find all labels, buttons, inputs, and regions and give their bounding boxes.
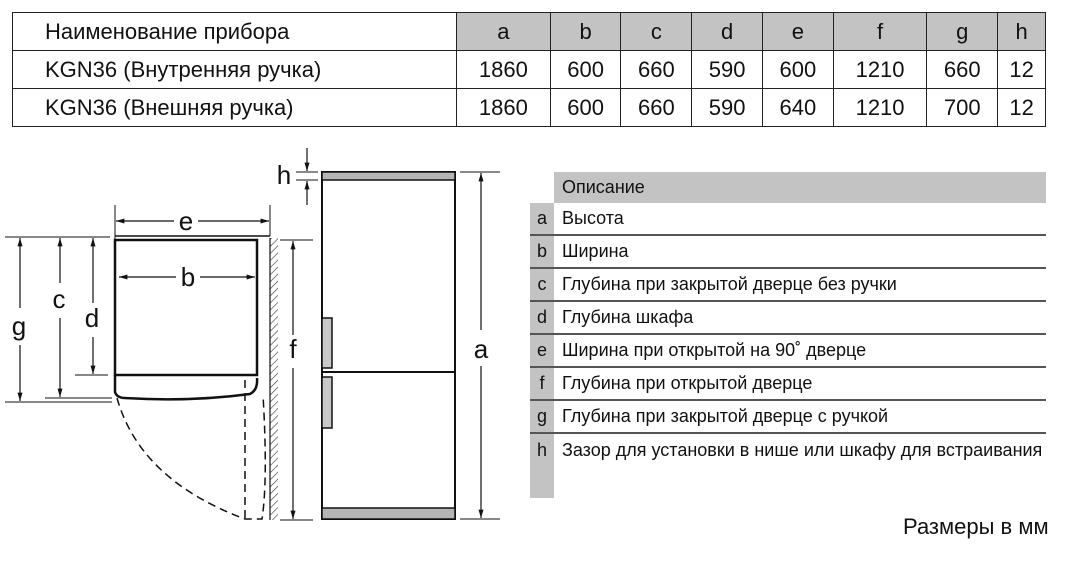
front-view bbox=[296, 148, 500, 520]
cell: 590 bbox=[691, 50, 763, 89]
label-h: h bbox=[277, 160, 291, 190]
table-row: h Зазор для установки в нише или шкафу дл… bbox=[530, 433, 1046, 498]
header-cell: f bbox=[832, 12, 928, 51]
lower-handle bbox=[321, 376, 333, 429]
table-row: KGN36 (Внешняя ручка) 1860 600 660 590 6… bbox=[12, 88, 1046, 127]
cell: 12 bbox=[997, 50, 1046, 89]
table-header-row: Описание bbox=[530, 172, 1046, 203]
text-cell: Ширина при открытой на 90˚ дверце bbox=[554, 334, 1046, 368]
text-cell: Глубина шкафа bbox=[554, 301, 1046, 335]
label-a: a bbox=[474, 334, 489, 364]
text-cell: Глубина при закрытой дверце без ручки bbox=[554, 268, 1046, 302]
table-header-row: Наименование прибора a b c d e f g h bbox=[12, 12, 1046, 51]
header-description: Описание bbox=[554, 172, 1046, 203]
cell: 600 bbox=[549, 50, 622, 89]
header-cell: g bbox=[926, 12, 999, 51]
cell: 640 bbox=[761, 88, 834, 127]
cell: 600 bbox=[761, 50, 834, 89]
key-cell: e bbox=[530, 334, 554, 368]
label-d: d bbox=[85, 303, 99, 333]
header-cell: e bbox=[761, 12, 834, 51]
cell: 1210 bbox=[832, 88, 928, 127]
wall-hatch bbox=[270, 238, 278, 520]
cell: KGN36 (Внутренняя ручка) bbox=[12, 50, 457, 89]
models-dimension-table: Наименование прибора a b c d e f g h KGN… bbox=[12, 12, 1046, 127]
label-f: f bbox=[289, 334, 297, 364]
key-cell: a bbox=[530, 203, 554, 236]
header-cell: b bbox=[549, 12, 622, 51]
text-cell: Зазор для установки в нише или шкафу для… bbox=[562, 440, 1043, 460]
label-e: e bbox=[179, 206, 193, 236]
key-cell: b bbox=[530, 235, 554, 269]
table-row: KGN36 (Внутренняя ручка) 1860 600 660 59… bbox=[12, 50, 1046, 89]
label-b: b bbox=[181, 262, 195, 292]
label-c: c bbox=[53, 284, 66, 314]
cell: KGN36 (Внешняя ручка) bbox=[12, 88, 457, 127]
cell: 660 bbox=[620, 88, 693, 127]
fridge-dimension-diagram: e b g c d f a h bbox=[5, 148, 500, 521]
cell: 660 bbox=[926, 50, 999, 89]
header-cell: Наименование прибора bbox=[12, 12, 457, 51]
key-cell: h bbox=[530, 433, 554, 498]
text-cell: Глубина при открытой дверце bbox=[554, 367, 1046, 401]
text-cell: Высота bbox=[554, 203, 1046, 236]
cell: 1860 bbox=[456, 88, 551, 127]
text-cell: Глубина при закрытой дверце с ручкой bbox=[554, 400, 1046, 434]
cell: 1210 bbox=[832, 50, 928, 89]
header-cell: h bbox=[997, 12, 1046, 51]
key-cell: d bbox=[530, 301, 554, 335]
key-cell: g bbox=[530, 400, 554, 434]
cell: 12 bbox=[997, 88, 1046, 127]
header-cell: d bbox=[691, 12, 763, 51]
cell: 600 bbox=[549, 88, 622, 127]
top-view bbox=[5, 205, 313, 521]
cell: 590 bbox=[691, 88, 763, 127]
header-cell: c bbox=[620, 12, 693, 51]
upper-handle bbox=[321, 317, 333, 369]
key-cell: c bbox=[530, 268, 554, 302]
key-cell: f bbox=[530, 367, 554, 401]
text-cell: Ширина bbox=[554, 235, 1046, 269]
cell: 700 bbox=[926, 88, 999, 127]
units-note: Размеры в мм bbox=[903, 514, 1049, 539]
cell: 1860 bbox=[456, 50, 551, 89]
label-g: g bbox=[12, 311, 26, 341]
cell: 660 bbox=[620, 50, 693, 89]
